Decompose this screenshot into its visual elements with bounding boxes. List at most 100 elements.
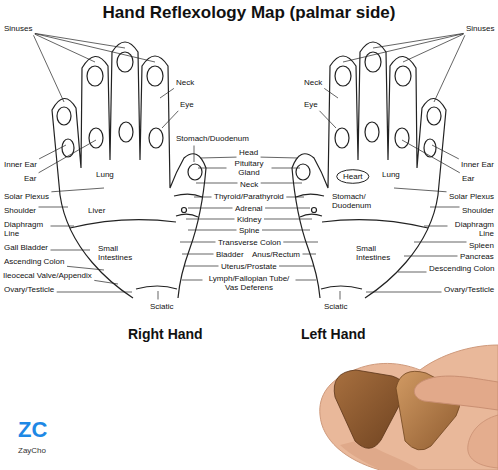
right-hand-outline (52, 42, 206, 298)
organ-label: Diaphragm Line (450, 220, 494, 238)
leader-line (279, 266, 314, 267)
organ-label: Ascending Colon (4, 257, 64, 266)
organ-label: Ovary/Testicle (444, 285, 494, 294)
organ-label: Sinuses (466, 24, 494, 33)
organ-label: Pancreas (460, 252, 494, 261)
leader-line (320, 111, 337, 128)
leader-line (39, 145, 66, 159)
leader-line (160, 88, 174, 98)
leader-line (404, 256, 458, 257)
leader-line (188, 230, 237, 231)
organ-label: Anus/Rectum (252, 250, 300, 259)
leader-line (264, 219, 312, 220)
organ-label: Descending Colon (429, 264, 494, 273)
leader-line (200, 157, 237, 159)
organ-label: Eye (180, 100, 194, 109)
leader-line (272, 168, 301, 169)
leader-line (35, 33, 125, 48)
leader-line (51, 188, 104, 192)
organ-label: Sciatic (324, 302, 348, 311)
organ-label: Spleen (469, 241, 494, 250)
organ-label: Neck (304, 78, 322, 87)
organ-label: Ovary/Testicle (4, 285, 54, 294)
leader-line (283, 242, 318, 243)
organ-label: Stomach/Duodenum (176, 134, 249, 143)
organ-label: Lymph/Fallopian Tube/ Vas Deferens (205, 274, 293, 292)
organ-label: Pituitary Gland (229, 159, 269, 177)
organ-label: Sinuses (4, 24, 32, 33)
leader-line (184, 266, 219, 267)
leader-line (394, 188, 447, 192)
organ-label: Inner Ear (4, 160, 37, 169)
leader-line (340, 291, 341, 300)
leader-line (186, 219, 235, 220)
organ-label: Shoulder (462, 206, 494, 215)
organ-label: Gall Bladder (4, 243, 48, 252)
organ-label: Ear (462, 174, 474, 183)
leader-line (432, 145, 459, 159)
leader-line (182, 254, 214, 255)
leader-line (194, 146, 195, 163)
oval-shape (337, 170, 369, 184)
hand-caption: Right Hand (128, 326, 203, 342)
organ-label: Kidney (237, 215, 261, 224)
organ-label: Ileocecal Valve/Appendix (3, 271, 92, 280)
leader-line (188, 208, 233, 209)
organ-label: Small Intestines (98, 244, 140, 262)
organ-label: Stomach/ Duodenum (332, 192, 376, 210)
leader-line (265, 208, 310, 209)
leader-line (324, 88, 338, 98)
organ-label: Inner Ear (461, 160, 494, 169)
leader-line (198, 168, 227, 169)
organ-oval: Heart (336, 169, 370, 184)
organ-label: Transverse Colon (218, 238, 281, 247)
organ-label: Shoulder (4, 206, 36, 215)
leader-line (51, 226, 75, 227)
organ-label: Uterus/Prostate (221, 262, 277, 271)
logo-text: ZayCho (18, 446, 46, 455)
leader-line (261, 157, 298, 159)
leader-line (424, 226, 448, 227)
leader-line (373, 33, 464, 48)
leader-line (402, 140, 460, 173)
organ-label: Bladder (216, 250, 244, 259)
leader-line (35, 34, 155, 62)
organ-label: Diaphragm Line (4, 220, 48, 238)
organ-label: Eye (304, 100, 318, 109)
leader-line (261, 183, 302, 184)
organ-label: Lung (96, 170, 114, 179)
leader-line (286, 197, 304, 198)
organ-label: Liver (88, 206, 105, 215)
leader-line (39, 140, 96, 173)
leader-line (430, 207, 460, 208)
leader-line (51, 250, 91, 251)
leader-line (414, 242, 467, 243)
organ-label: Solar Plexus (4, 192, 49, 201)
leader-line (343, 34, 464, 62)
organ-label: Spine (239, 226, 259, 235)
left-hand-outline (292, 42, 446, 298)
organ-label: Lung (382, 170, 400, 179)
leader-line (296, 280, 317, 281)
leader-line (196, 183, 238, 184)
organ-label: Neck (176, 78, 194, 87)
leader-line (398, 272, 427, 273)
organ-label: Head (239, 148, 258, 157)
stones-photo (320, 345, 498, 470)
organ-label: Neck (240, 180, 258, 189)
leader-line (39, 207, 69, 208)
leader-line (194, 197, 212, 198)
hand-caption: Left Hand (301, 326, 366, 342)
organ-label: Sciatic (150, 302, 174, 311)
organ-label: Ear (24, 174, 36, 183)
organ-label: Small Intestines (356, 244, 398, 262)
leader-line (182, 280, 203, 281)
node-text: Heart (343, 172, 363, 181)
organ-label: Thyroid/Parathyroid (214, 192, 284, 201)
logo-mark: ZC (18, 418, 47, 442)
leader-line (366, 292, 442, 293)
leader-line (94, 280, 118, 284)
map-title: Hand Reflexology Map (palmar side) (0, 3, 498, 23)
